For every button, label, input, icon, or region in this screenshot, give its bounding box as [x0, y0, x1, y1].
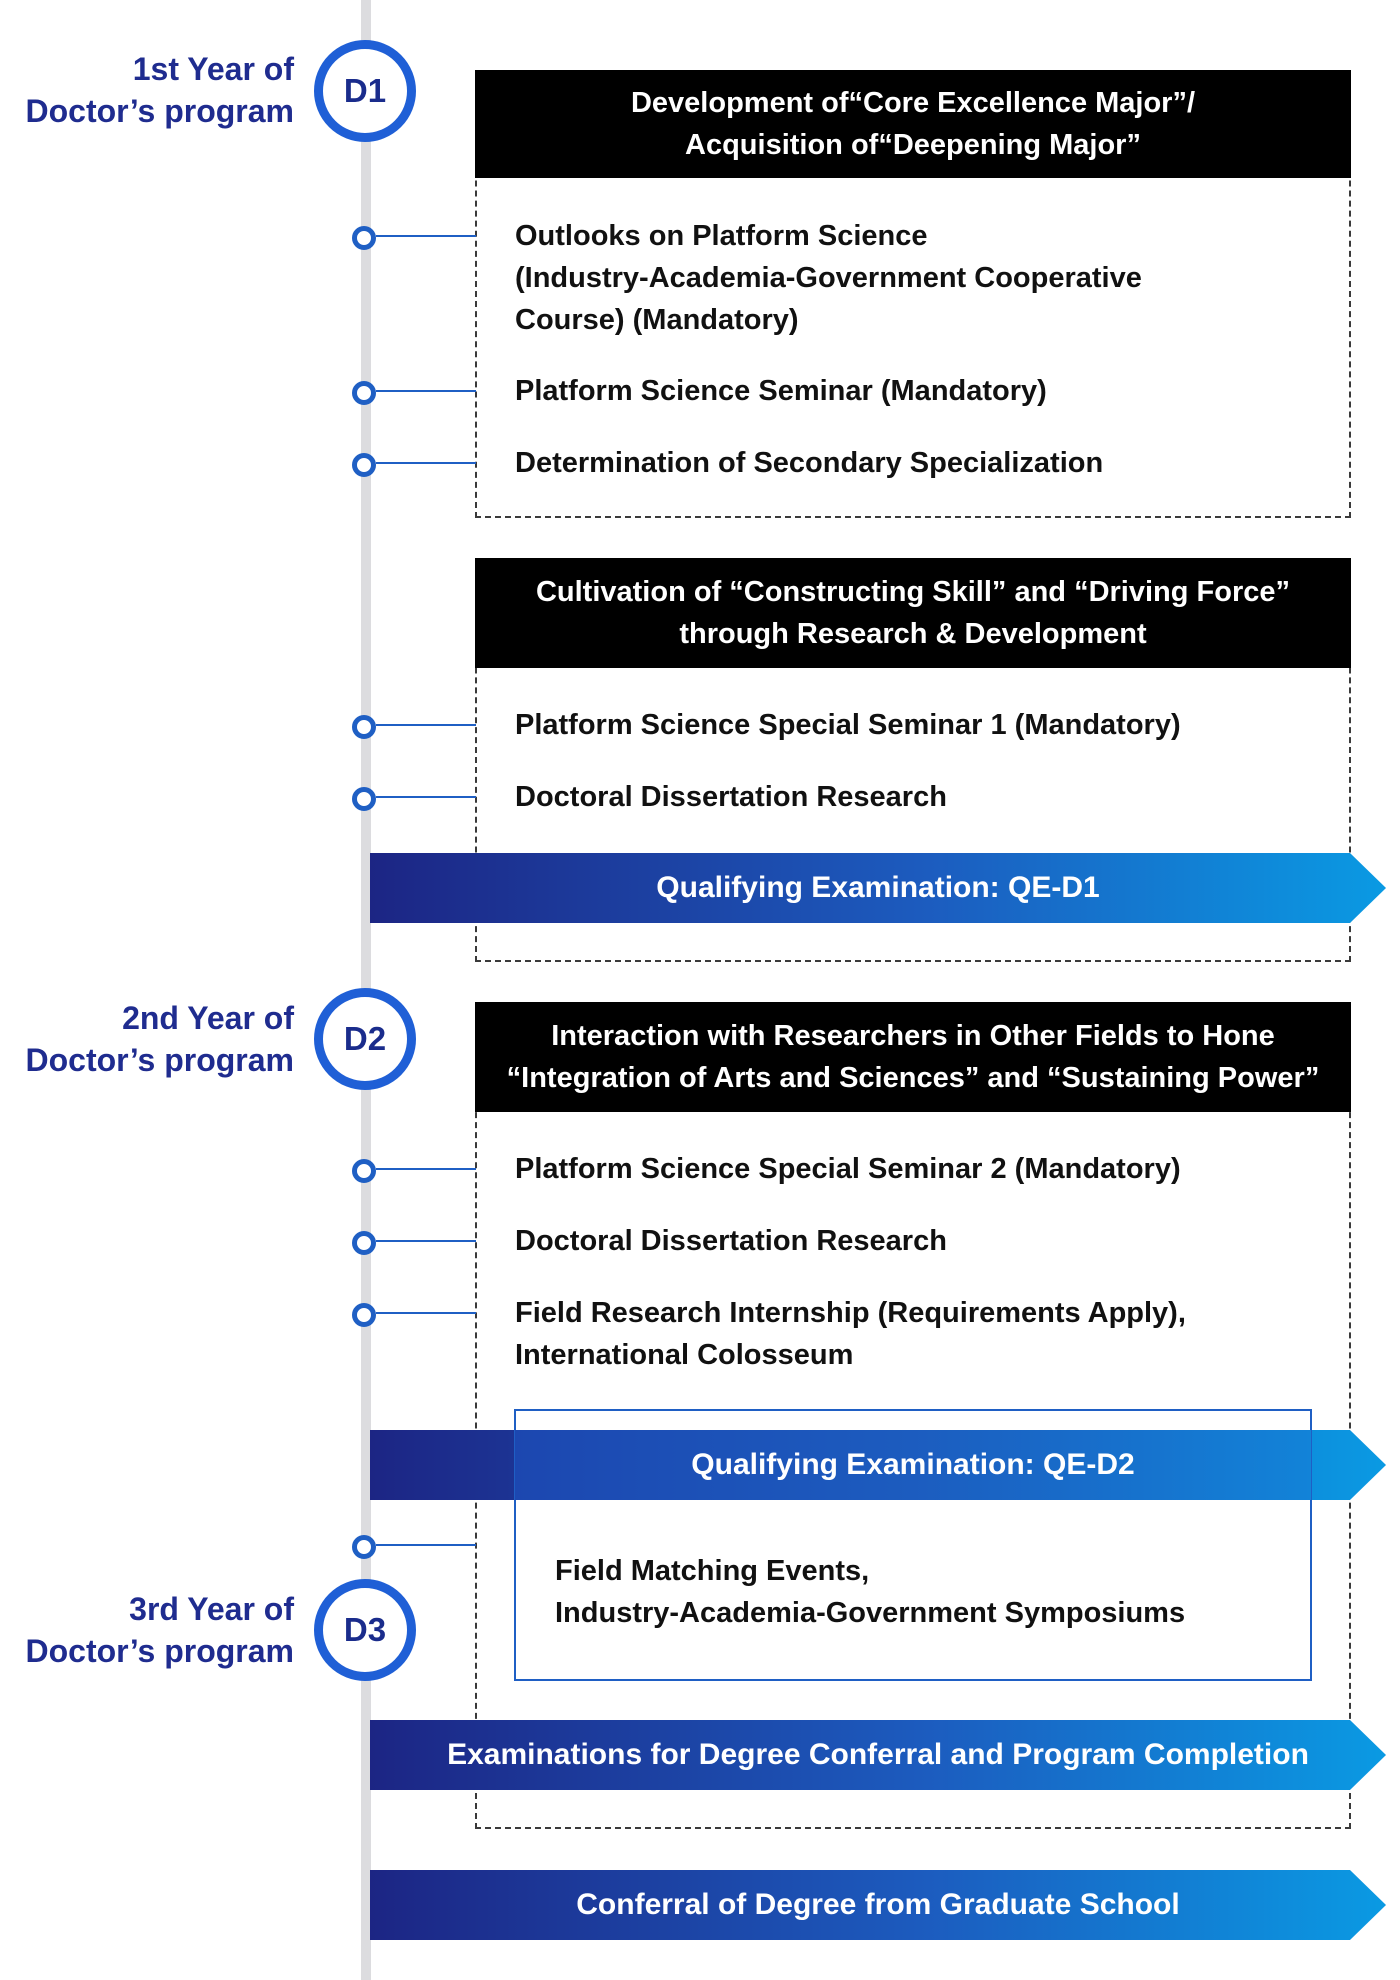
timeline-dot: [352, 1159, 376, 1183]
timeline-connector: [376, 1312, 476, 1314]
banner-text: Examinations for Degree Conferral and Pr…: [447, 1738, 1309, 1771]
timeline-dot: [352, 787, 376, 811]
section-header-line1: Development of“Core Excellence Major”/: [630, 87, 1196, 119]
timeline-dot: [352, 715, 376, 739]
timeline-connector: [376, 796, 476, 798]
item-platform-science-seminar: Platform Science Seminar (Mandatory): [515, 370, 1047, 412]
item-special-seminar-1: Platform Science Special Seminar 1 (Mand…: [515, 704, 1181, 746]
item-line: Platform Science Seminar (Mandatory): [515, 375, 1047, 407]
item-line: Doctoral Dissertation Research: [515, 781, 947, 813]
item-line: Platform Science Special Seminar 2 (Mand…: [515, 1153, 1181, 1185]
item-line: International Colosseum: [515, 1339, 854, 1371]
timeline-connector: [376, 1168, 476, 1170]
item-field-matching-events: Field Matching Events, Industry-Academia…: [555, 1550, 1185, 1634]
year-badge-text: D2: [343, 1020, 387, 1057]
item-secondary-specialization: Determination of Secondary Specializatio…: [515, 442, 1103, 484]
item-line: Course) (Mandatory): [515, 304, 799, 336]
year-badge-d3: D3: [314, 1579, 416, 1681]
year-label-line1: 1st Year of: [132, 51, 294, 87]
year-badge-text: D1: [343, 72, 387, 109]
year-label-line1: 2nd Year of: [122, 1000, 294, 1036]
timeline-dot: [352, 226, 376, 250]
banner-text: Qualifying Examination: QE-D2: [691, 1448, 1135, 1481]
timeline-dot: [352, 1303, 376, 1327]
timeline-dot: [352, 453, 376, 477]
banner-degree-exams: Examinations for Degree Conferral and Pr…: [370, 1720, 1386, 1790]
year-label-line1: 3rd Year of: [129, 1591, 294, 1627]
timeline-connector: [376, 235, 476, 237]
section-header-constructing-skill: Cultivation of “Constructing Skill” and …: [475, 558, 1351, 668]
section-header-line1: Cultivation of “Constructing Skill” and …: [535, 576, 1291, 608]
item-line: Outlooks on Platform Science: [515, 220, 928, 252]
item-line: Field Matching Events,: [555, 1555, 870, 1587]
year-label-line2: Doctor’s program: [25, 93, 294, 129]
section-header-line2: Acquisition of“Deepening Major”: [685, 129, 1141, 161]
year-badge-text: D3: [343, 1611, 387, 1648]
item-line: Field Research Internship (Requirements …: [515, 1297, 1186, 1329]
item-line: Doctoral Dissertation Research: [515, 1225, 947, 1257]
year-badge-d1: D1: [314, 40, 416, 142]
item-line: Determination of Secondary Specializatio…: [515, 447, 1104, 479]
year-label-d3: 3rd Year of Doctor’s program: [26, 1588, 294, 1672]
timeline-connector: [376, 1544, 476, 1546]
banner-text: Qualifying Examination: QE-D1: [656, 871, 1100, 904]
item-outlooks-platform-science: Outlooks on Platform Science (Industry-A…: [515, 215, 1142, 341]
item-special-seminar-2: Platform Science Special Seminar 2 (Mand…: [515, 1148, 1181, 1190]
timeline-connector: [376, 1240, 476, 1242]
timeline-dot: [352, 381, 376, 405]
section-header-line2: “Integration of Arts and Sciences” and “…: [506, 1062, 1320, 1094]
banner-qualifying-exam-d2: Qualifying Examination: QE-D2: [515, 1430, 1311, 1500]
timeline-dot: [352, 1535, 376, 1559]
banner-qualifying-exam-d1: Qualifying Examination: QE-D1: [370, 853, 1386, 923]
timeline-connector: [376, 390, 476, 392]
year-badge-d2: D2: [314, 988, 416, 1090]
item-field-research-internship: Field Research Internship (Requirements …: [515, 1292, 1186, 1376]
item-line: Platform Science Special Seminar 1 (Mand…: [515, 709, 1181, 741]
banner-degree-conferral: Conferral of Degree from Graduate School: [370, 1870, 1386, 1940]
year-label-d2: 2nd Year of Doctor’s program: [26, 997, 294, 1081]
section-header-line1: Interaction with Researchers in Other Fi…: [551, 1020, 1275, 1052]
item-line: Industry-Academia-Government Symposiums: [555, 1597, 1186, 1629]
timeline-dot: [352, 1231, 376, 1255]
item-dissertation-research-d2: Doctoral Dissertation Research: [515, 1220, 947, 1262]
section-header-line2: through Research & Development: [679, 618, 1147, 650]
timeline-connector: [376, 462, 476, 464]
timeline-connector: [376, 724, 476, 726]
section-header-core-excellence: Development of“Core Excellence Major”/ A…: [475, 70, 1351, 178]
year-label-d1: 1st Year of Doctor’s program: [26, 48, 294, 132]
banner-text: Conferral of Degree from Graduate School: [576, 1888, 1180, 1921]
item-line: (Industry-Academia-Government Cooperativ…: [515, 262, 1142, 294]
section-header-integration: Interaction with Researchers in Other Fi…: [475, 1002, 1351, 1112]
year-label-line2: Doctor’s program: [25, 1633, 294, 1669]
item-dissertation-research-d1: Doctoral Dissertation Research: [515, 776, 947, 818]
year-label-line2: Doctor’s program: [25, 1042, 294, 1078]
